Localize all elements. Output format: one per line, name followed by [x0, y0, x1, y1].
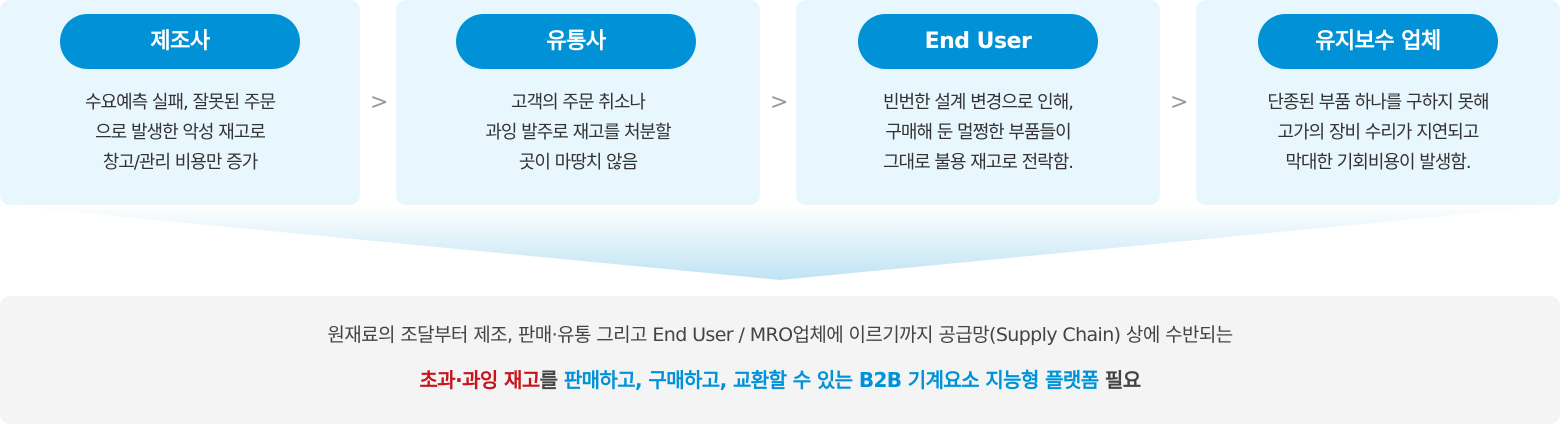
card-manufacturer: 제조사 수요예측 실패, 잘못된 주문 으로 발생한 악성 재고로 창고/관리 …: [0, 0, 360, 205]
card-end-user: End User 빈번한 설계 변경으로 인해, 구매해 둔 멀쩡한 부품들이 …: [796, 0, 1160, 205]
card-title: 유지보수 업체: [1258, 14, 1498, 69]
text-end: 필요: [1098, 368, 1141, 392]
summary-line2: 초과·과잉 재고를 판매하고, 구매하고, 교환할 수 있는 B2B 기계요소 …: [0, 364, 1560, 393]
card-title: 유통사: [456, 14, 696, 69]
chevron-right-icon: >: [770, 90, 789, 115]
card-maintenance: 유지보수 업체 단종된 부품 하나를 구하지 못해 고가의 장비 수리가 지연되…: [1196, 0, 1560, 205]
funnel-graphic: [0, 205, 1560, 280]
card-desc: 단종된 부품 하나를 구하지 못해 고가의 장비 수리가 지연되고 막대한 기회…: [1267, 92, 1489, 173]
highlight-red: 초과·과잉 재고: [419, 368, 540, 392]
card-title: End User: [858, 14, 1098, 69]
text-mid: 를: [539, 368, 564, 392]
chevron-right-icon: >: [1170, 90, 1189, 115]
card-desc: 수요예측 실패, 잘못된 주문 으로 발생한 악성 재고로 창고/관리 비용만 …: [84, 92, 276, 173]
summary-box: 원재료의 조달부터 제조, 판매·유통 그리고 End User / MRO업체…: [0, 296, 1560, 424]
card-desc: 빈번한 설계 변경으로 인해, 구매해 둔 멀쩡한 부품들이 그대로 불용 재고…: [882, 92, 1074, 173]
card-title: 제조사: [60, 14, 300, 69]
card-desc: 고객의 주문 취소나 과잉 발주로 재고를 처분할 곳이 마땅치 않음: [485, 92, 671, 173]
summary-line1: 원재료의 조달부터 제조, 판매·유통 그리고 End User / MRO업체…: [327, 324, 1233, 346]
highlight-blue: 판매하고, 구매하고, 교환할 수 있는 B2B 기계요소 지능형 플랫폼: [563, 368, 1099, 392]
card-distributor: 유통사 고객의 주문 취소나 과잉 발주로 재고를 처분할 곳이 마땅치 않음: [396, 0, 760, 205]
chevron-right-icon: >: [370, 90, 389, 115]
